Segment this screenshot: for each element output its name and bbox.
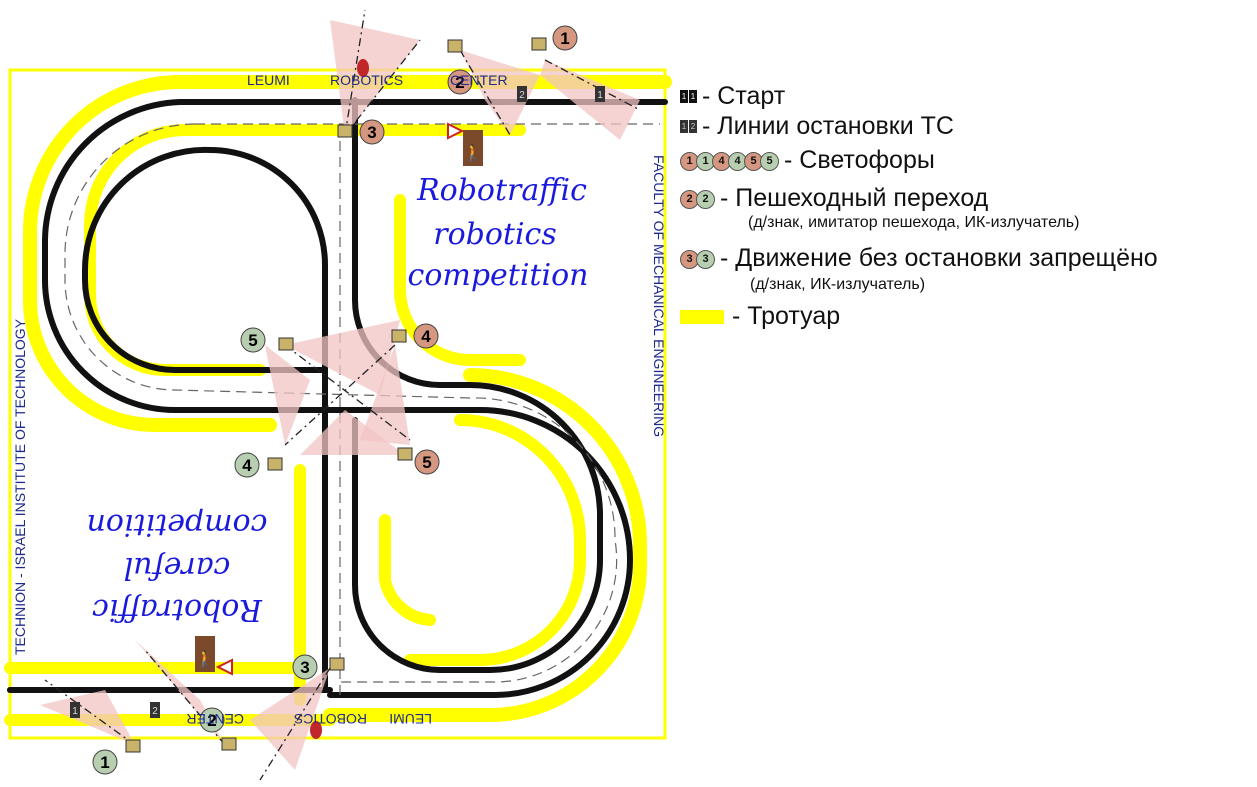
svg-text:4: 4	[242, 456, 252, 475]
svg-text:careful: careful	[124, 550, 231, 585]
title-upper: Robotraffic robotics competition	[408, 173, 589, 293]
red-light-bottom	[310, 721, 322, 739]
center-lines	[64, 123, 660, 700]
sidewalk-icon	[680, 309, 724, 324]
marker-5-left	[240, 327, 266, 353]
stop-label-1-top: 1	[597, 90, 603, 101]
svg-text:2: 2	[207, 711, 216, 730]
legend-no-pass-sub: (д/знак, ИК-излучатель)	[750, 276, 926, 293]
marker-1-top	[552, 25, 578, 51]
stop-labels: 1 2 1 2	[72, 90, 603, 717]
red-light-top	[357, 59, 369, 77]
stop-label-2-top: 2	[519, 90, 525, 101]
svg-text:LEUMI: LEUMI	[389, 711, 432, 727]
svg-text:LEUMI: LEUMI	[247, 72, 290, 88]
stop-label-1-bottom: 1	[72, 706, 78, 717]
svg-text:ROBOTICS: ROBOTICS	[330, 72, 403, 88]
marker-3-bottom	[292, 654, 318, 680]
svg-text:🚶: 🚶	[463, 143, 483, 162]
legend-start-label: - Старт	[702, 82, 786, 110]
markers: 1 2 3 4 5 4 5 3 2 1	[92, 25, 578, 775]
svg-text:4: 4	[421, 327, 431, 346]
sensor-zones	[40, 20, 640, 770]
title-lower: Robotraffic careful competition	[87, 507, 268, 627]
marker-1-bottom	[92, 749, 118, 775]
svg-text:competition: competition	[87, 507, 268, 542]
stop-lines	[70, 86, 605, 718]
svg-text:CENTER: CENTER	[450, 72, 508, 88]
legend-no-pass-label: - Движение без остановки запрещёно	[720, 244, 1158, 272]
marker-4-left	[234, 452, 260, 478]
svg-text:5: 5	[422, 453, 431, 472]
device-boxes	[125, 37, 547, 753]
svg-text:5: 5	[248, 331, 257, 350]
marker-3-top	[359, 119, 385, 145]
legend-stop-lines-label: - Линии остановки ТС	[702, 112, 954, 140]
svg-text:3: 3	[300, 658, 309, 677]
svg-text:2: 2	[455, 73, 464, 92]
pedestrian-sign-top: 🚶	[447, 122, 483, 166]
right-vertical-label: FACULTY OF MECHANICAL ENGINEERING	[651, 155, 667, 437]
svg-text:🚶: 🚶	[195, 649, 215, 668]
svg-text:CENTER: CENTER	[186, 711, 244, 727]
svg-text:3: 3	[367, 123, 376, 142]
marker-4-right	[413, 323, 439, 349]
legend-sidewalk: - Тротуар	[680, 302, 840, 331]
svg-text:1: 1	[100, 753, 109, 772]
legend-sidewalk-label: - Тротуар	[732, 302, 841, 330]
legend-crossing-sub: (д/знак, имитатор пешехода, ИК-излучател…	[748, 214, 1080, 231]
svg-text:ROBOTICS: ROBOTICS	[294, 711, 367, 727]
svg-text:robotics: robotics	[433, 217, 557, 252]
top-center-label: LEUMI ROBOTICS CENTER	[247, 72, 508, 88]
svg-text:Robotraffic: Robotraffic	[416, 173, 587, 208]
svg-text:1: 1	[560, 29, 569, 48]
pedestrian-sign-bottom: 🚶	[195, 636, 233, 676]
legend-crossing-label: - Пешеходный переход	[720, 184, 989, 212]
stop-label-2-bottom: 2	[152, 706, 158, 717]
legend-traffic-lights-label: - Светофоры	[784, 146, 935, 174]
svg-text:Robotraffic: Robotraffic	[92, 592, 263, 627]
left-vertical-label: TECHNION - ISRAEL INSTITUTE OF TECHNOLOG…	[12, 318, 28, 655]
marker-2-bottom	[199, 707, 225, 733]
svg-text:competition: competition	[408, 258, 589, 293]
marker-2-top	[447, 69, 473, 95]
marker-5-right	[414, 449, 440, 475]
bottom-center-label: LEUMI ROBOTICS CENTER	[186, 711, 432, 727]
